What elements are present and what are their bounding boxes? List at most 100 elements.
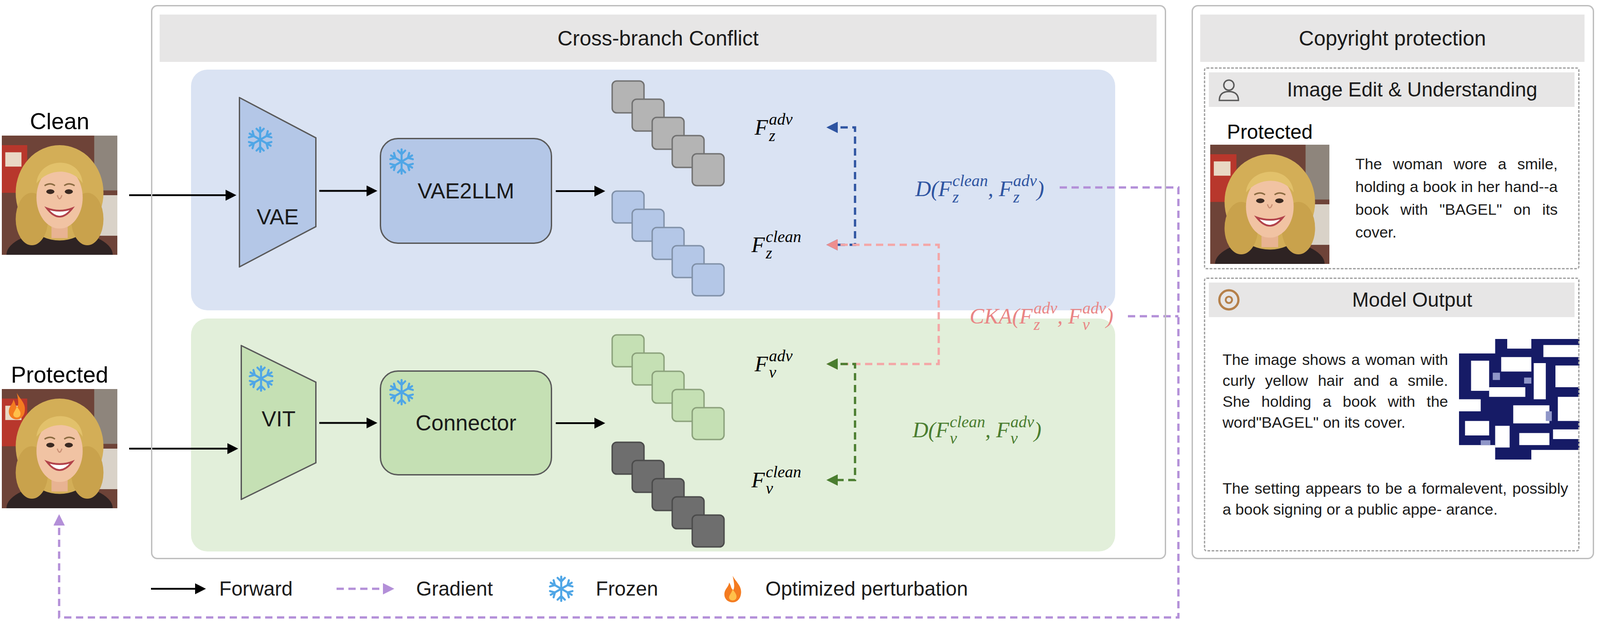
panel-title: Cross-branch Conflict (557, 25, 759, 51)
body-paragraph: The woman wore a smile, holding a book i… (1355, 152, 1558, 244)
title-band: Cross-branch Conflict (159, 14, 1157, 62)
superscript: clean (765, 463, 802, 480)
encoder-shape (239, 97, 317, 267)
section-title: Model Output (1352, 288, 1473, 312)
superscript: adv (1033, 299, 1058, 317)
perturbed-output-image-part-part (1513, 405, 1550, 424)
formula-text: F (754, 115, 768, 140)
distance-arrow-green (828, 363, 856, 480)
forward-arrow (555, 422, 604, 424)
image-heading: Protected (1210, 119, 1330, 145)
formula-label: D(Fcleanz, Fadvz) (915, 172, 1044, 206)
perturbed-output-image-part-part (1507, 338, 1532, 349)
feature-stack-green-part (692, 407, 725, 440)
formula-label: Fadvv (754, 347, 793, 381)
image-heading: Protected (1, 360, 118, 389)
forward-arrow (129, 447, 237, 450)
perturbed-output-image-part-part (1531, 449, 1580, 460)
encoder-label: VIT (261, 406, 296, 432)
perturbed-output-image-part-part (1553, 429, 1580, 439)
superscript: adv (1010, 413, 1035, 430)
vit-encoder: VIT (240, 344, 317, 500)
perturbed-output-image-part-part (1459, 338, 1496, 354)
feature-stack-green (612, 334, 725, 440)
forward-arrow (319, 422, 376, 424)
superscript: clean (949, 413, 986, 430)
protected-input-image: Protected (1, 360, 118, 509)
subscript: v (765, 479, 802, 497)
perturbed-output-image-part-part (1471, 360, 1490, 391)
legend-perturbation-sample (724, 575, 742, 602)
script-stack: cleanv (765, 463, 802, 497)
subscript: z (765, 244, 802, 262)
forward-arrow (129, 194, 235, 197)
perturbed-output-image-part-part (1489, 387, 1526, 397)
legend-label: Frozen (595, 577, 659, 600)
perturbed-output-image-part-part (1501, 357, 1532, 372)
portrait-image (1, 388, 118, 509)
encoder-label-holder: VIT (240, 404, 317, 433)
vae-branch-band (191, 69, 1116, 311)
superscript: adv (1013, 172, 1037, 189)
superscript: adv (769, 110, 793, 128)
frozen-icon (246, 363, 276, 393)
legend-label: Gradient (416, 577, 494, 600)
superscript: adv (769, 347, 793, 364)
frozen-icon (387, 377, 417, 407)
feature-stack-dark (612, 442, 725, 547)
formula-label: Fadvz (754, 110, 793, 144)
formula-text: CKA(F (969, 303, 1033, 328)
formula-label: CKA(Fadvz, Fadvv) (969, 299, 1114, 333)
forward-arrow (319, 190, 376, 192)
module-label: Connector (415, 410, 517, 436)
subscript: z (952, 188, 988, 206)
section-icon (1219, 290, 1239, 310)
panel-title: Copyright protection (1298, 25, 1487, 51)
distance-arrow-blue (828, 127, 856, 245)
vae-encoder: VAE (238, 96, 317, 268)
formula-label: D(Fcleanv, Fadvv) (912, 413, 1042, 447)
superscript: adv (1082, 299, 1107, 317)
section-header: Image Edit & Understanding (1208, 72, 1575, 107)
section-header: Model Output (1208, 282, 1575, 317)
perturbed-output-image-part-part (1543, 344, 1580, 358)
perturbed-output-image-part-part (1495, 425, 1510, 448)
vit-branch-band (191, 318, 1116, 552)
perturbed-output-image-part-part (1459, 444, 1496, 460)
legend-forward-sample (150, 587, 204, 590)
formula-text: D(F (912, 417, 949, 442)
protected-thumbnail: Protected (1210, 119, 1330, 264)
script-stack: cleanz (952, 172, 988, 206)
formula-text: ) (1106, 303, 1114, 328)
cross-branch-panel: Cross-branch ConflictVAE VAE2LLM VIT Connec… (150, 5, 1167, 559)
gradient-branch (1127, 315, 1179, 318)
perturbed-output-image-part (1480, 372, 1552, 445)
alignment-arrow-pink (828, 244, 939, 364)
subscript: v (1082, 316, 1107, 333)
subscript: z (1033, 316, 1058, 333)
vae2llm-projector: VAE2LLM (379, 137, 553, 244)
script-stack: advv (769, 347, 793, 381)
script-stack: advv (1010, 413, 1035, 447)
legend-gradient-sample (336, 587, 393, 590)
encoder-label-holder: VAE (238, 202, 317, 231)
perturbation-icon (8, 392, 25, 419)
legend-label: Optimized perturbation (765, 577, 968, 600)
body-paragraph: The setting appears to be a formalevent,… (1222, 477, 1569, 520)
formula-text: F (754, 351, 768, 376)
feature-stack-gray-part (692, 153, 725, 186)
frozen-icon (247, 127, 273, 152)
subscript: v (1010, 429, 1035, 447)
gradient-loop (59, 187, 1179, 618)
portrait-image (1210, 144, 1330, 264)
portrait-image (1, 135, 118, 255)
feature-stack-dark-part (692, 514, 725, 547)
feature-stack-blue-part (692, 263, 725, 296)
perturbed-output-image-part-part (1545, 411, 1552, 421)
copyright-panel: Copyright protectionImage Edit & Underst… (1191, 5, 1595, 559)
body-paragraph: The image shows a woman with curly yello… (1222, 348, 1449, 433)
superscript: clean (765, 228, 802, 245)
section-icon (1219, 80, 1239, 101)
image-heading: Clean (1, 107, 118, 136)
